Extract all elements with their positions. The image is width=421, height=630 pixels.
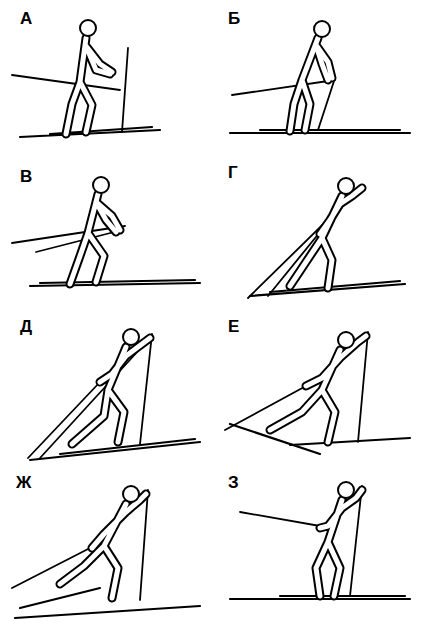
body-outline — [66, 38, 112, 134]
ski-track — [30, 280, 200, 286]
ski-pole — [232, 78, 335, 130]
ski-pole — [225, 332, 368, 442]
head — [123, 329, 139, 345]
body-fill — [60, 494, 146, 598]
body-fill — [70, 194, 120, 284]
ski-pole — [240, 486, 362, 596]
panel-letter: Б — [228, 10, 240, 27]
panel-letter: Е — [228, 318, 239, 335]
panel-letter: З — [228, 474, 239, 491]
skier-figure — [230, 21, 410, 133]
body-outline — [270, 336, 366, 442]
head — [338, 332, 354, 348]
body-outline — [316, 490, 362, 596]
panel-letter: Г — [228, 164, 238, 181]
ski-track — [15, 588, 200, 618]
body-fill — [316, 490, 362, 596]
body-outline — [290, 38, 332, 131]
panel-letter: Д — [20, 318, 32, 335]
head — [338, 178, 354, 194]
ski-pole — [248, 186, 362, 298]
ski-pole — [12, 226, 125, 252]
head — [338, 482, 354, 498]
body-outline — [72, 338, 150, 444]
body-fill — [270, 336, 366, 442]
head — [314, 21, 330, 37]
panel-letter: А — [20, 10, 32, 27]
body-outline — [70, 194, 120, 284]
body-fill — [72, 338, 150, 444]
skier-figure — [225, 332, 410, 454]
ski-pole — [28, 334, 152, 458]
skier-figure — [12, 177, 200, 286]
ski-track — [230, 424, 410, 454]
head — [93, 177, 109, 193]
ski-track — [230, 130, 410, 133]
skier-figure — [230, 482, 410, 599]
head — [123, 486, 139, 502]
skier-figure — [28, 329, 200, 460]
body-outline — [60, 494, 146, 598]
panel-letter: Ж — [16, 474, 31, 491]
body-fill — [66, 38, 112, 134]
panel-letter: В — [20, 168, 32, 185]
skier-figure — [248, 178, 405, 298]
body-fill — [290, 38, 332, 131]
skier-figure — [12, 486, 200, 618]
skier-figure — [12, 20, 160, 137]
body-fill — [290, 188, 362, 288]
head — [80, 20, 96, 36]
ski-pole — [12, 490, 148, 600]
body-outline — [290, 188, 362, 288]
